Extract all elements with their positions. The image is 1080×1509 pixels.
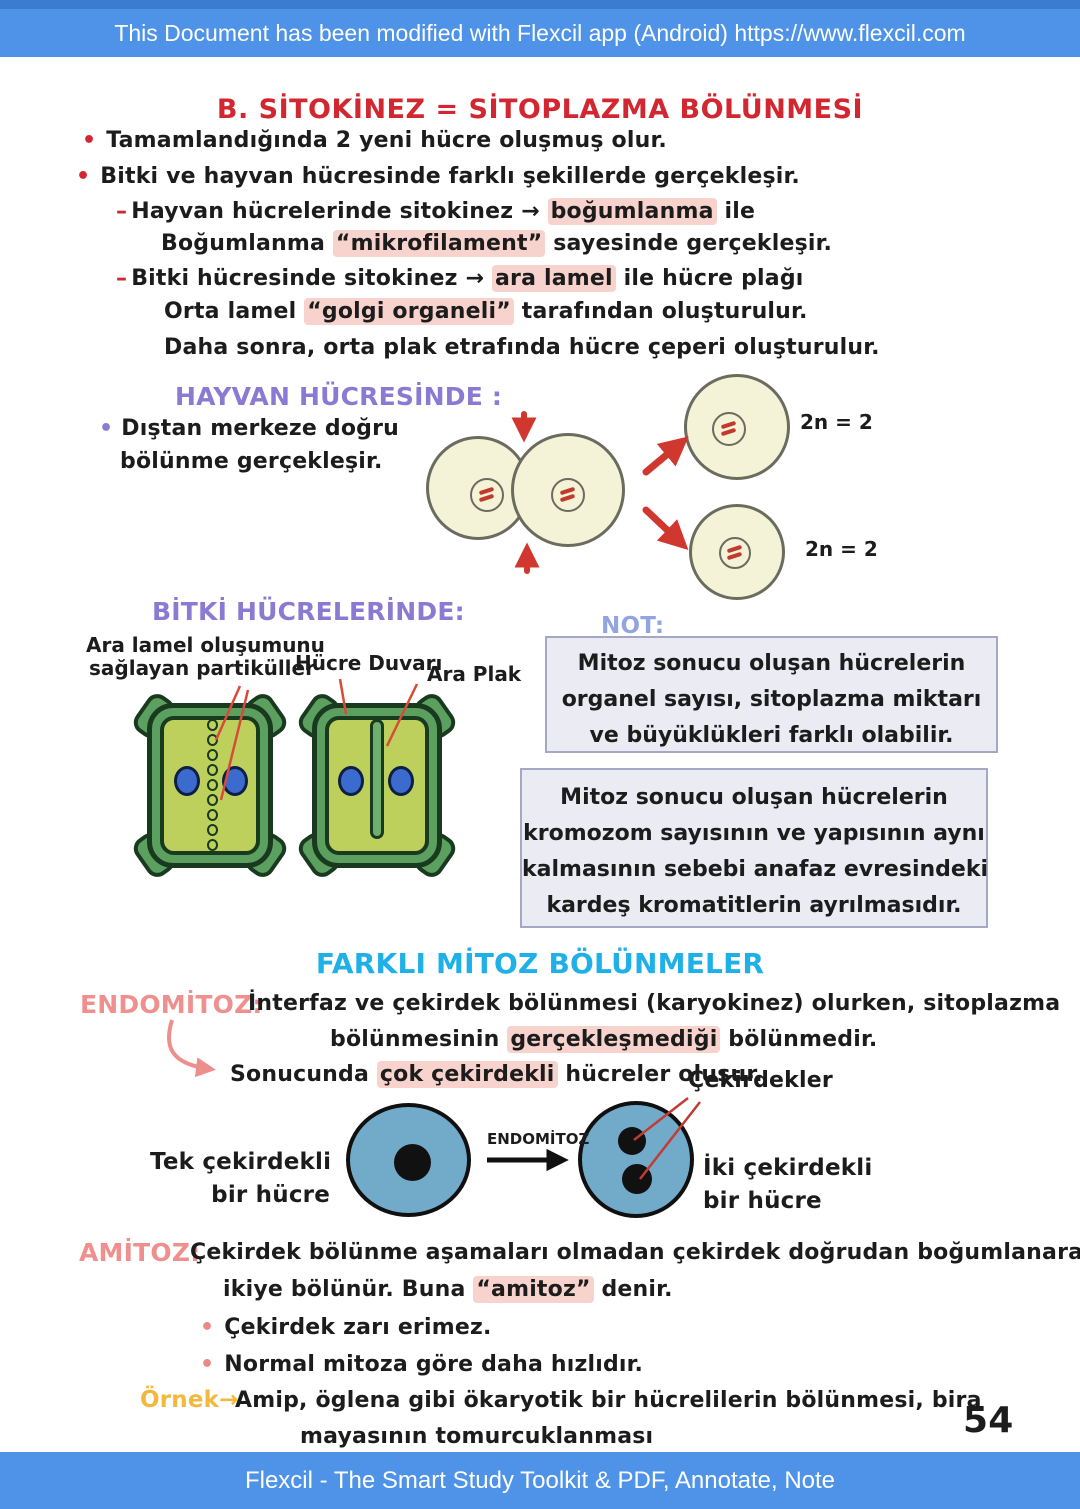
nucleus [712, 412, 746, 446]
plant-cell-vesicles [129, 689, 291, 882]
amitosis-label: AMİTOZ: [79, 1238, 201, 1267]
amitosis-bullet-1: •Çekirdek zarı erimez. [200, 1315, 492, 1340]
intro-bullet-1: •Tamamlandığında 2 yeni hücre oluşmuş ol… [82, 128, 667, 153]
nucleus [622, 1164, 652, 1194]
plant-nucleus [174, 766, 200, 796]
dash-marker: – [116, 199, 128, 224]
bullet-dot: • [200, 1315, 215, 1340]
particles-label-line1: Ara lamel oluşumunu [86, 633, 325, 657]
example-label: Örnek→ [140, 1387, 239, 1413]
nucleus [719, 537, 751, 569]
endomitosis-line1: İnterfaz ve çekirdek bölünmesi (karyokin… [248, 991, 1061, 1016]
flexcil-footer-banner: Flexcil - The Smart Study Toolkit & PDF,… [0, 1452, 1080, 1509]
bullet-dot: • [76, 164, 91, 189]
cell-wall-label: Hücre Duvarı [295, 651, 443, 675]
result-curved-arrow [167, 1019, 216, 1078]
particles-label-line2: sağlayan partiküller [89, 656, 315, 680]
intro-sub-animal: –Hayvan hücrelerinde sitokinez → boğumla… [116, 198, 756, 225]
nucleus [551, 478, 585, 512]
animal-section-heading: HAYVAN HÜCRESİNDE : [175, 382, 503, 411]
flexcil-header-banner: This Document has been modified with Fle… [0, 9, 1080, 57]
intro-sub-animal-2: Boğumlanma “mikrofilament” sayesinde ger… [161, 230, 833, 257]
animal-note-line1: •Dıştan merkeze doğru [99, 416, 400, 441]
endomitosis-line2: bölünmesinin gerçekleşmediği bölünmedir. [330, 1026, 878, 1053]
highlight-bogumlanma: boğumlanma [547, 198, 717, 225]
nuclei-pointer-label: Çekirdekler [688, 1068, 833, 1093]
intro-sub-plant-3: Daha sonra, orta plak etrafında hücre çe… [164, 335, 880, 360]
intro-bullet-2: •Bitki ve hayvan hücresinde farklı şekil… [76, 164, 800, 189]
highlight-amitoz: “amitoz” [473, 1276, 594, 1303]
plant-cell-plate [294, 689, 460, 882]
page-title: B. SİTOKİNEZ = SİTOPLAZMA BÖLÜNMESİ [216, 94, 864, 125]
cell-plate [370, 719, 384, 839]
daughter-cell-arrows [642, 436, 689, 551]
binucleate-cell [578, 1101, 694, 1218]
endomitosis-result-line: Sonucunda çok çekirdekli hücreler oluşur… [230, 1061, 763, 1088]
ploidy-label-bottom: 2n = 2 [805, 537, 878, 561]
plant-section-heading: BİTKİ HÜCRELERİNDE: [152, 597, 465, 626]
intro-sub-plant-2: Orta lamel “golgi organeli” tarafından o… [164, 298, 808, 325]
bullet-dot: • [82, 128, 97, 153]
highlight-mikrofilament: “mikrofilament” [332, 230, 546, 257]
vesicle-column [207, 719, 218, 851]
example-line1: Amip, öglena gibi ökaryotik bir hücrelil… [235, 1388, 982, 1413]
dash-marker: – [116, 266, 128, 291]
note-label: NOT: [601, 613, 665, 639]
top-dark-strip [0, 0, 1080, 9]
intro-sub-plant: –Bitki hücresinde sitokinez → ara lamel … [116, 265, 804, 292]
note-box-2: Mitoz sonucu oluşan hücrelerin kromozom … [520, 768, 988, 928]
amitosis-line1: Çekirdek bölünme aşamaları olmadan çekir… [190, 1240, 1080, 1265]
amitosis-bullet-2: •Normal mitoza göre daha hızlıdır. [200, 1352, 644, 1377]
endomitosis-arrow-label: ENDOMİTOZ [487, 1130, 590, 1148]
ploidy-label-top: 2n = 2 [800, 410, 873, 434]
different-mitosis-heading: FARKLI MİTOZ BÖLÜNMELER [315, 947, 765, 980]
amitosis-line2: ikiye bölünür. Buna “amitoz” denir. [223, 1276, 673, 1303]
highlight-gerceklesmedigi: gerçekleşmediği [507, 1026, 721, 1053]
nucleus [470, 478, 504, 512]
nucleus [394, 1144, 431, 1181]
animal-note-line2: bölünme gerçekleşir. [120, 449, 383, 474]
bullet-dot: • [99, 416, 114, 441]
highlight-ara-lamel: ara lamel [492, 265, 616, 292]
endomitosis-label: ENDOMİTOZ: [80, 990, 263, 1019]
highlight-golgi: “golgi organeli” [304, 298, 514, 325]
example-line2: mayasının tomurcuklanması [300, 1424, 654, 1449]
highlight-cok-cekirdekli: çok çekirdekli [376, 1061, 558, 1088]
cell-plate-label: Ara Plak [427, 662, 522, 686]
note-box-1: Mitoz sonucu oluşan hücrelerin organel s… [545, 636, 998, 753]
plant-nucleus [222, 766, 248, 796]
plant-nucleus [388, 766, 414, 796]
page-number: 54 [963, 1400, 1014, 1441]
plant-nucleus [338, 766, 364, 796]
nucleus [618, 1127, 646, 1155]
mononucleate-cell [346, 1103, 471, 1217]
bullet-dot: • [200, 1352, 215, 1377]
